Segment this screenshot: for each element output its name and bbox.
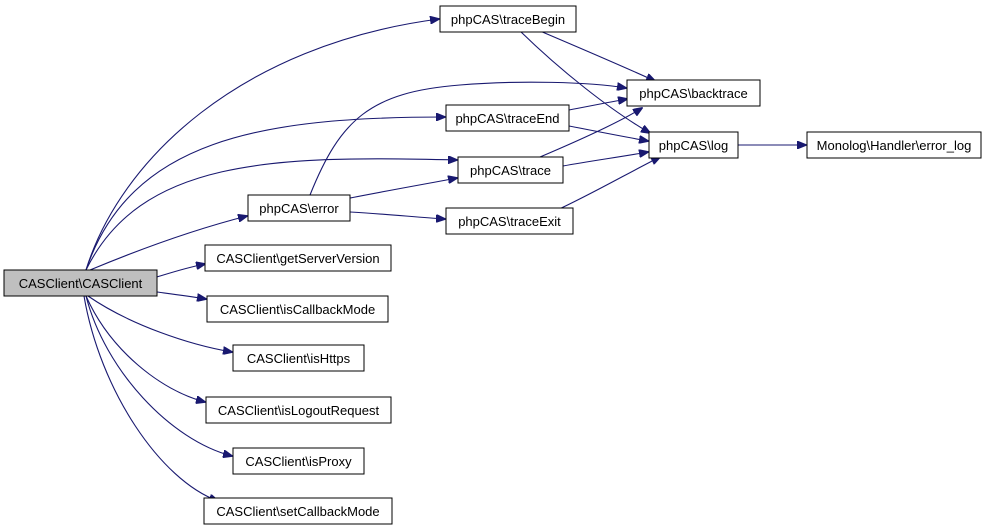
- edge-casclient-isproxy: [85, 295, 232, 456]
- edge-casclient-error: [89, 216, 247, 271]
- edge-tracebegin-backtrace: [539, 30, 655, 81]
- node-log[interactable]: phpCAS\log: [648, 131, 739, 159]
- edge-traceend-backtrace: [568, 99, 627, 111]
- edge-traceexit-log: [554, 157, 660, 212]
- node-errorlog[interactable]: Monolog\Handler\error_log: [806, 131, 982, 159]
- edge-error-backtrace: [309, 81, 626, 196]
- edge-trace-backtrace: [539, 108, 642, 158]
- edge-error-trace: [339, 178, 457, 201]
- node-tracebegin[interactable]: phpCAS\traceBegin: [439, 5, 577, 33]
- node-traceexit[interactable]: phpCAS\traceExit: [445, 207, 574, 235]
- edge-casclient-getserverversion: [156, 264, 205, 278]
- edge-tracebegin-log: [519, 30, 650, 133]
- node-label: CASClient\setCallbackMode: [216, 504, 379, 519]
- edge-casclient-setcallbackmode: [83, 295, 218, 501]
- node-traceend[interactable]: phpCAS\traceEnd: [445, 104, 570, 132]
- node-label: phpCAS\error: [259, 201, 339, 216]
- node-label: CASClient\CASClient: [19, 276, 143, 291]
- edge-trace-log: [562, 152, 648, 167]
- node-casclient[interactable]: CASClient\CASClient: [3, 269, 158, 297]
- node-getserverversion[interactable]: CASClient\getServerVersion: [204, 244, 392, 272]
- node-islogoutrequest[interactable]: CASClient\isLogoutRequest: [205, 396, 392, 424]
- node-isproxy[interactable]: CASClient\isProxy: [232, 447, 365, 475]
- edge-casclient-ishttps: [87, 295, 232, 352]
- node-label: CASClient\isCallbackMode: [220, 302, 375, 317]
- node-label: phpCAS\trace: [470, 163, 551, 178]
- node-label: phpCAS\traceExit: [458, 214, 561, 229]
- edge-casclient-tracebegin: [85, 19, 439, 271]
- edges: [83, 19, 806, 501]
- edge-error-traceexit: [349, 211, 445, 219]
- node-trace[interactable]: phpCAS\trace: [457, 156, 564, 184]
- node-setcallbackmode[interactable]: CASClient\setCallbackMode: [203, 497, 393, 525]
- node-label: CASClient\isHttps: [247, 351, 351, 366]
- edge-casclient-islogoutrequest: [85, 295, 205, 402]
- node-label: phpCAS\backtrace: [639, 86, 747, 101]
- node-error[interactable]: phpCAS\error: [247, 194, 351, 222]
- node-label: CASClient\isProxy: [245, 454, 352, 469]
- node-ishttps[interactable]: CASClient\isHttps: [232, 344, 365, 372]
- node-label: CASClient\isLogoutRequest: [218, 403, 380, 418]
- node-label: phpCAS\traceBegin: [451, 12, 565, 27]
- node-label: phpCAS\traceEnd: [455, 111, 559, 126]
- edge-casclient-traceend: [85, 117, 445, 271]
- node-label: CASClient\getServerVersion: [216, 251, 379, 266]
- node-label: Monolog\Handler\error_log: [817, 138, 972, 153]
- edge-casclient-trace: [85, 159, 457, 271]
- edge-traceend-log: [568, 125, 648, 141]
- node-label: phpCAS\log: [659, 138, 728, 153]
- node-backtrace[interactable]: phpCAS\backtrace: [626, 79, 761, 107]
- node-iscallbackmode[interactable]: CASClient\isCallbackMode: [206, 295, 389, 323]
- edge-casclient-iscallbackmode: [156, 291, 206, 299]
